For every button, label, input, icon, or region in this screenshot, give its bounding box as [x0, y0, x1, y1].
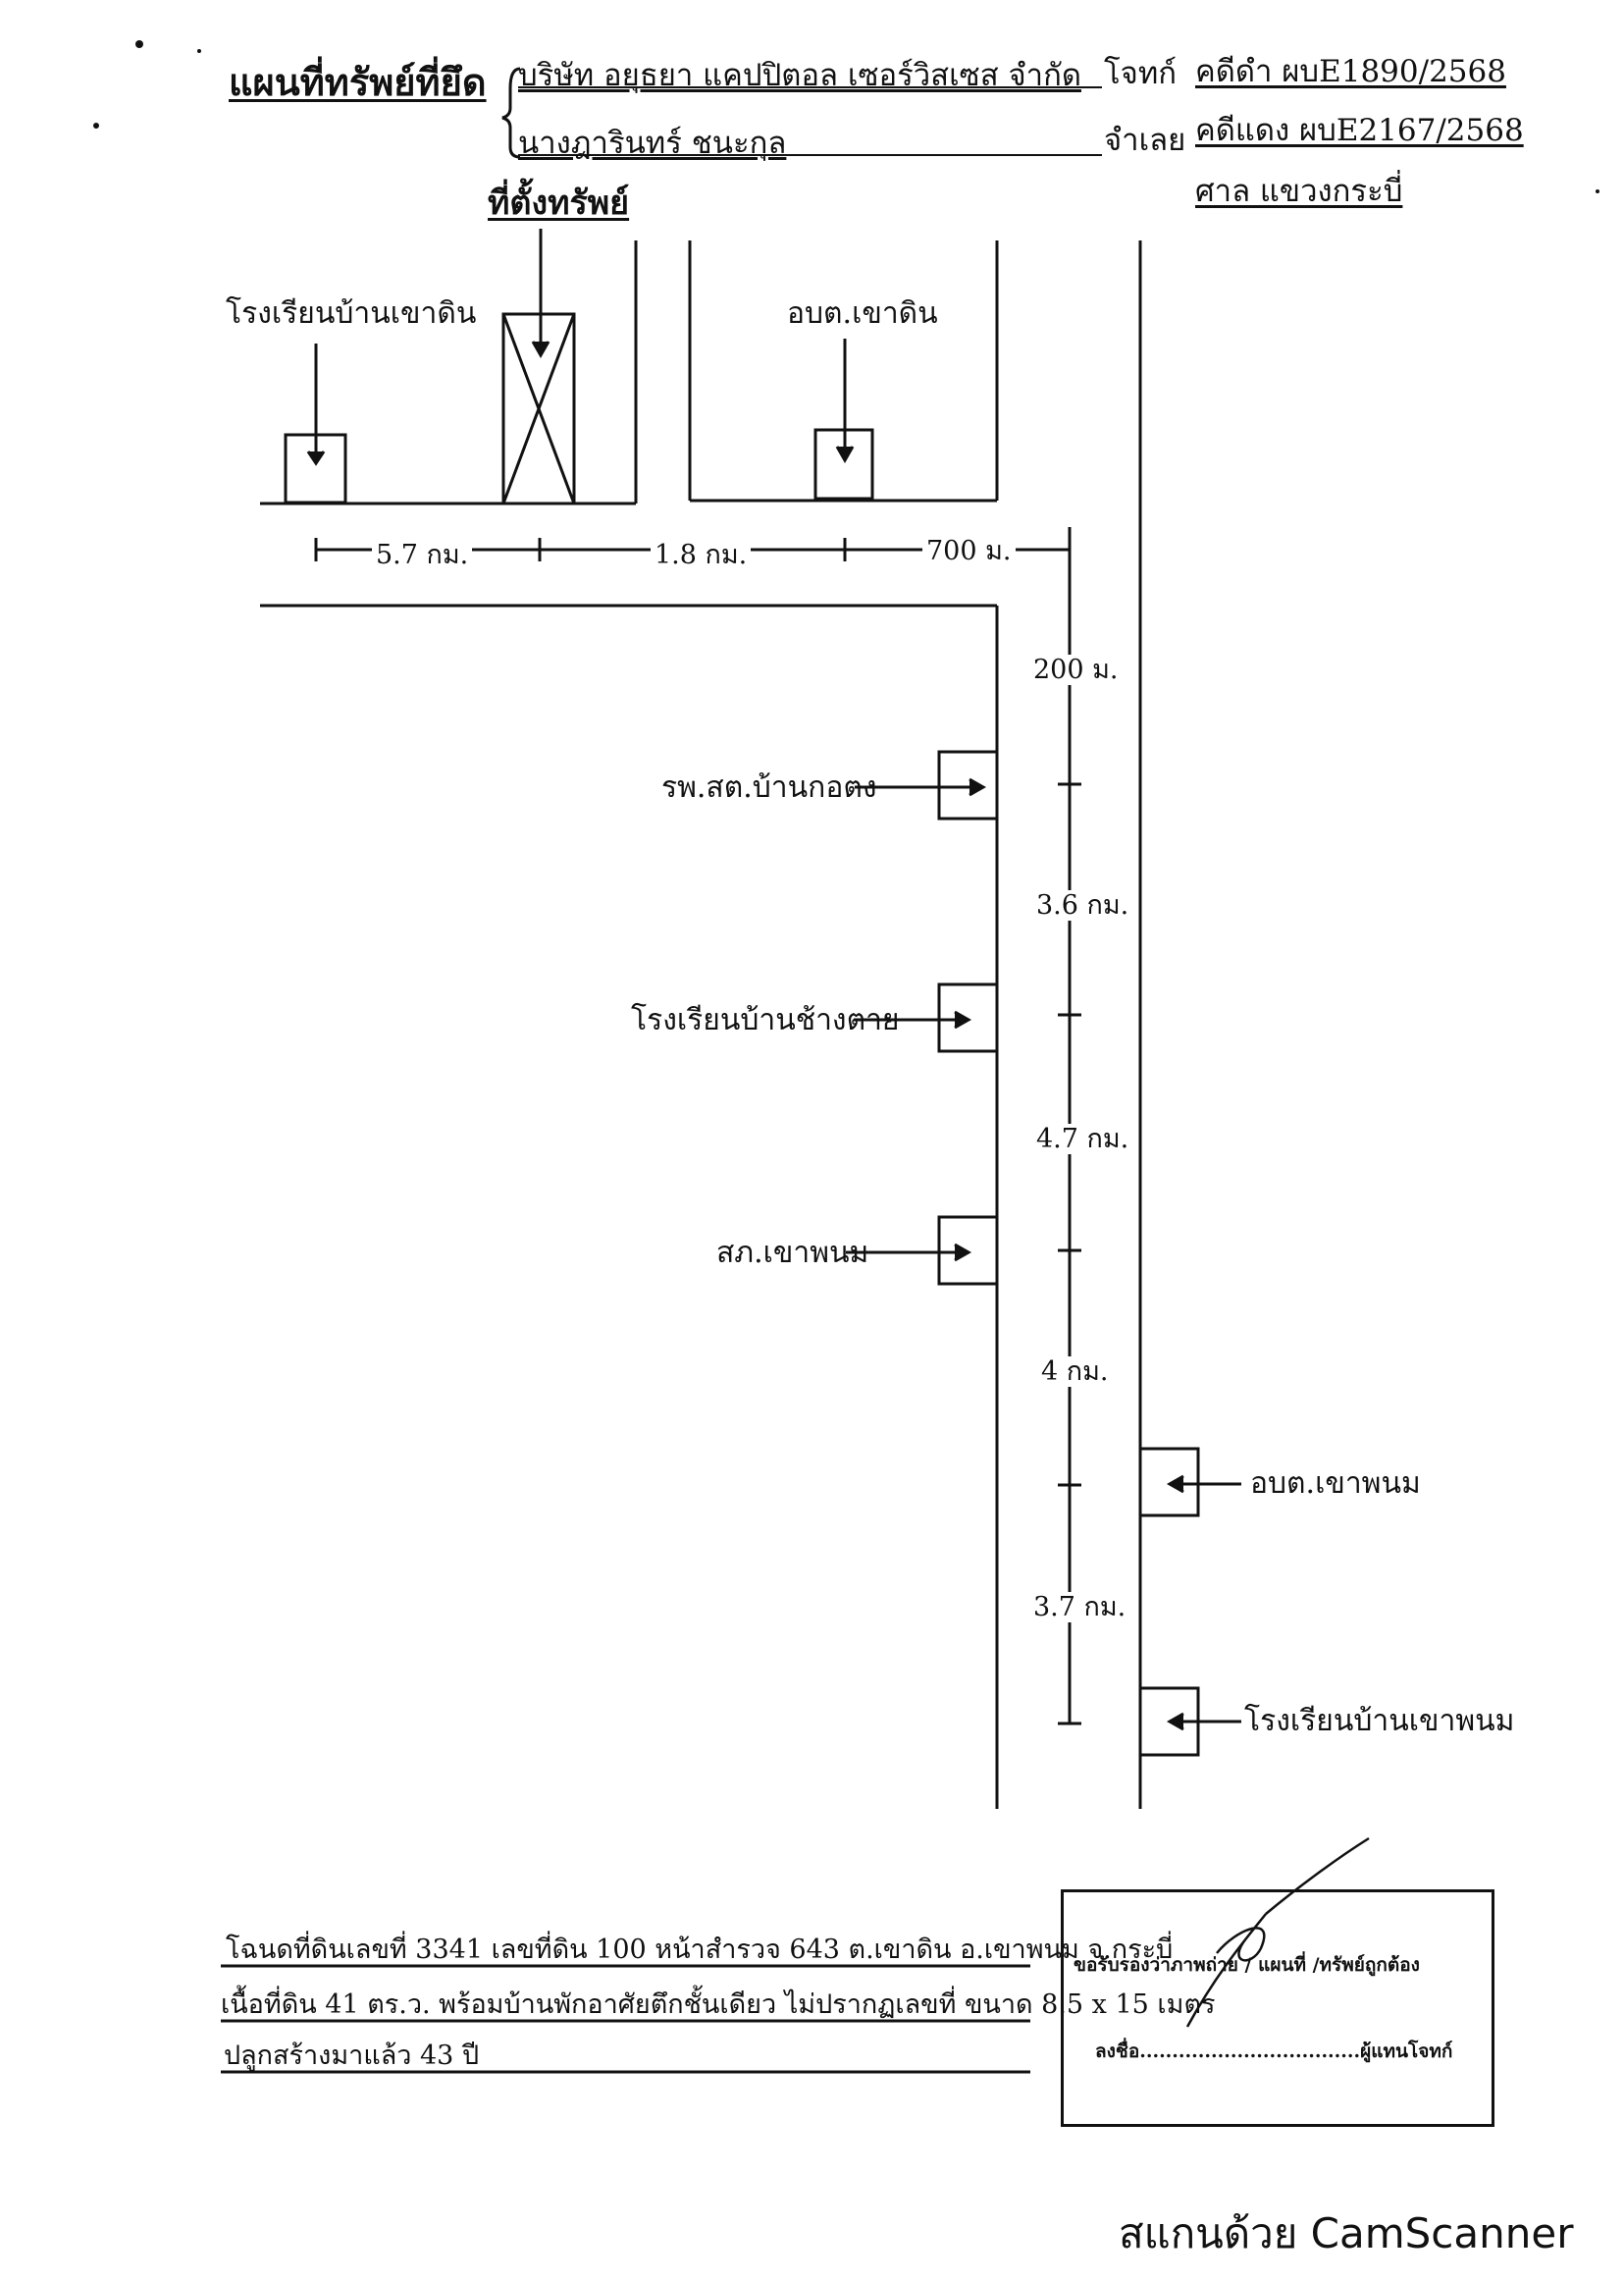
rph-box [937, 750, 999, 821]
certification-statement: ขอรับรองว่าภาพถ่าย / แผนที่ /ทรัพย์ถูกต้… [1074, 1954, 1420, 1976]
red-case-number: คดีแดง ผบE2167/2568 [1195, 113, 1524, 148]
distance-5-7km: 5.7 กม. [372, 540, 473, 570]
black-case-number: คดีดำ ผบE1890/2568 [1195, 54, 1506, 89]
map-title: แผนที่ทรัพย์ที่ยึด [229, 60, 487, 104]
sao-khao-phanom-box [1138, 1447, 1200, 1517]
plaintiff-name-underline [518, 86, 1102, 88]
label-sao-khao-phanom: อบต.เขาพนม [1250, 1466, 1421, 1501]
distance-3-7km: 3.7 กม. [1029, 1592, 1130, 1622]
school-chang-tai-box [937, 982, 999, 1053]
plaintiff-role: โจทก์ [1104, 56, 1178, 91]
distance-4km: 4 กม. [1037, 1356, 1113, 1387]
police-box [937, 1215, 999, 1286]
property-description-line1: โฉนดที่ดินเลขที่ 3341 เลขที่ดิน 100 หน้า… [226, 1935, 1174, 1965]
distance-200m: 200 ม. [1029, 655, 1123, 685]
label-rph-ban-ko-tong: รพ.สต.บ้านกอตง [661, 770, 877, 805]
property-location-label: ที่ตั้งทรัพย์ [488, 184, 630, 223]
label-school-khao-din: โรงเรียนบ้านเขาดิน [226, 296, 477, 331]
defendant-name-underline [518, 154, 1102, 156]
label-sao-khao-din: อบต.เขาดิน [787, 296, 938, 331]
distance-3-6km: 3.6 กม. [1032, 890, 1133, 921]
court-name: ศาล แขวงกระบี่ [1195, 174, 1403, 209]
label-police-khao-phanom: สภ.เขาพนม [716, 1236, 869, 1270]
camscanner-watermark: สแกนด้วย CamScanner [1119, 2209, 1574, 2257]
property-box [501, 312, 576, 505]
plaintiff-representative-signature-line: ลงชื่อ..................................… [1095, 2041, 1453, 2062]
defendant-role: จำเลย [1104, 123, 1186, 158]
label-school-khao-phanom: โรงเรียนบ้านเขาพนม [1244, 1704, 1515, 1738]
signature [1185, 1836, 1370, 2028]
distance-700m: 700 ม. [922, 536, 1016, 566]
label-school-chang-tai: โรงเรียนบ้านช้างตาย [631, 1003, 900, 1037]
property-description-line2: เนื้อที่ดิน 41 ตร.ว. พร้อมบ้านพักอาศัยตึ… [221, 1989, 1216, 2020]
distance-4-7km: 4.7 กม. [1032, 1124, 1133, 1154]
defendant-name: นางฎารินทร์ ชนะกุล [518, 126, 787, 161]
header-brace [501, 67, 521, 159]
property-description-line3: ปลูกสร้างมาแล้ว 43 ปี [224, 2041, 480, 2071]
distance-1-8km: 1.8 กม. [651, 540, 752, 570]
plaintiff-name: บริษัท อยุธยา แคปปิตอล เซอร์วิสเซส จำกัด [518, 58, 1081, 93]
certification-box: ขอรับรองว่าภาพถ่าย / แผนที่ /ทรัพย์ถูกต้… [1061, 1889, 1494, 2127]
